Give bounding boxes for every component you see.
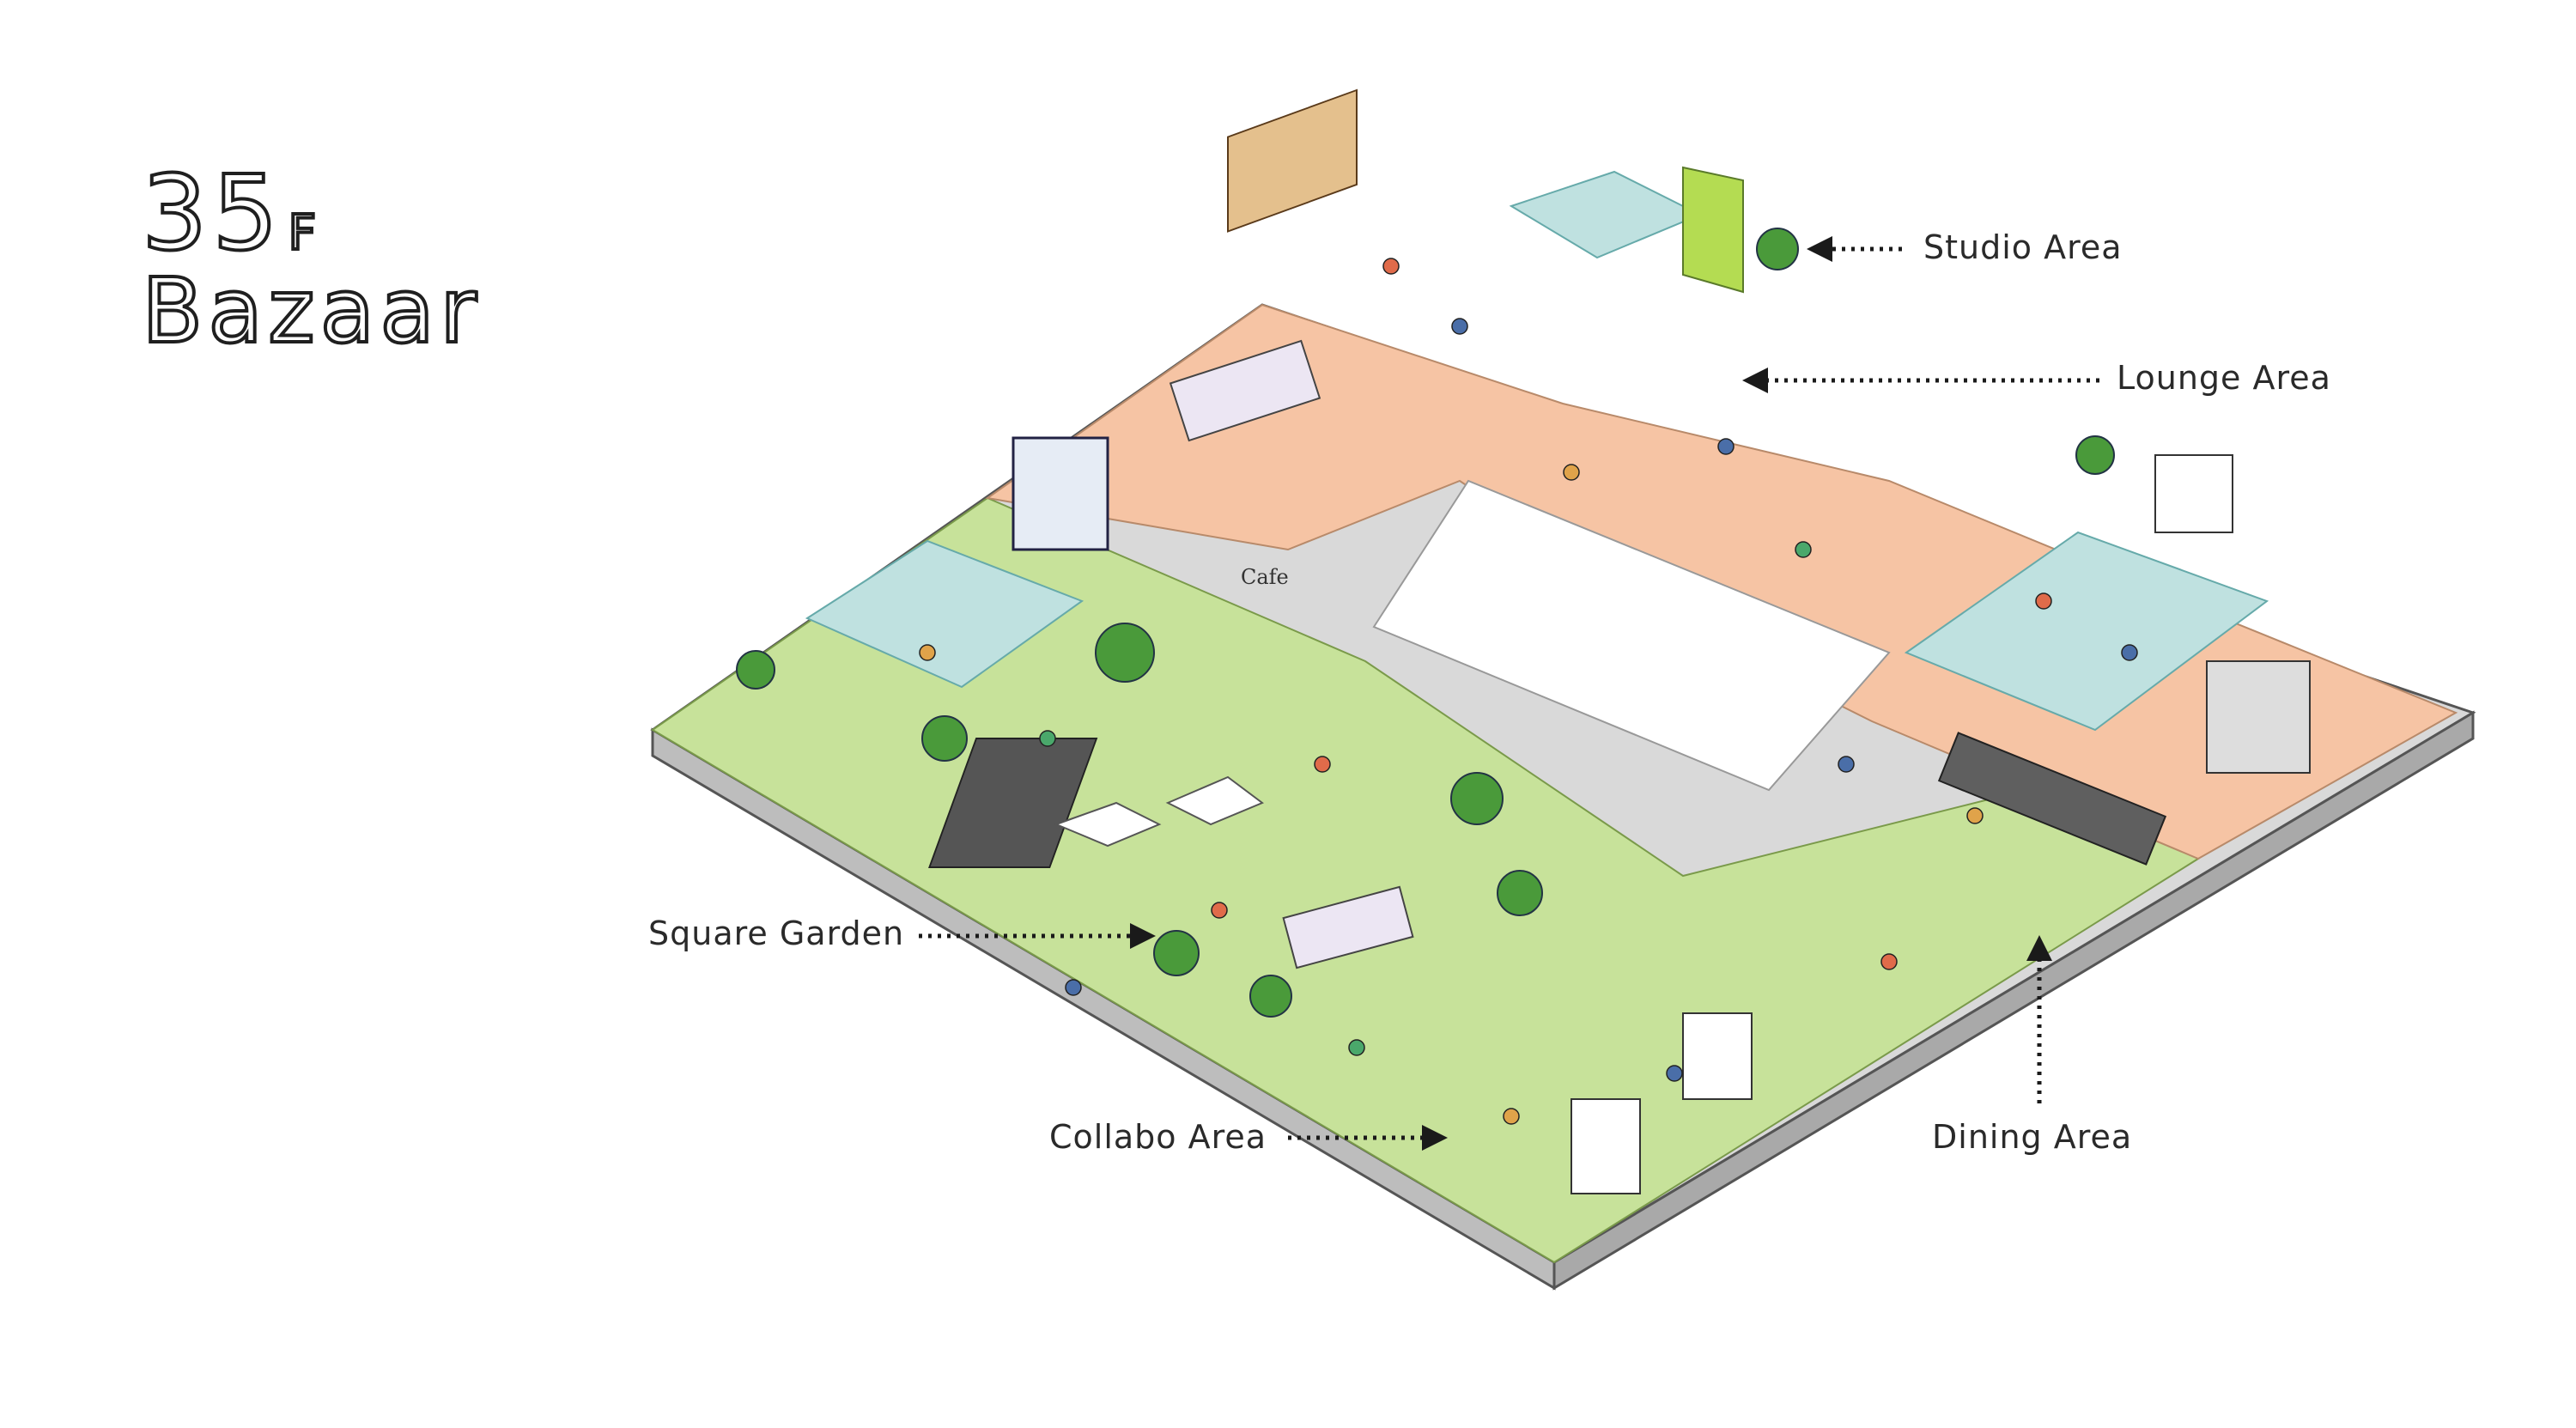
blue-zone-studio <box>1509 170 1703 259</box>
floor-unit: F <box>287 205 321 261</box>
display-screen <box>1012 436 1109 551</box>
label-collabo-area: Collabo Area <box>1049 1118 1267 1156</box>
shelf-unit <box>2206 660 2311 774</box>
blue-zone-left <box>805 539 1084 689</box>
label-studio-area: Studio Area <box>1923 228 2123 266</box>
umbrella-right <box>1165 775 1264 826</box>
tree-cluster-garden <box>736 228 2115 1018</box>
cafe-counter <box>1227 88 1358 233</box>
whiteboard-collabo-2 <box>1682 1012 1753 1100</box>
stairs <box>928 738 1098 868</box>
label-square-garden: Square Garden <box>648 915 905 952</box>
umbrella-left <box>1054 801 1162 848</box>
dining-table <box>1937 732 2167 866</box>
floor-number: 35 <box>140 155 283 274</box>
core-white <box>1372 479 1891 792</box>
blue-zone-right <box>1904 531 2269 732</box>
studio-green-screen <box>1682 166 1744 294</box>
floor-name: Bazaar <box>140 258 482 363</box>
label-lounge-area: Lounge Area <box>2117 359 2331 397</box>
whiteboard-collabo-1 <box>1571 1098 1641 1194</box>
cafe-sign: Cafe <box>1241 565 1289 589</box>
annotation-arrows <box>919 236 2099 1151</box>
sofa-garden <box>1282 885 1414 969</box>
whiteboard-lounge <box>2154 454 2233 533</box>
label-dining-area: Dining Area <box>1932 1118 2133 1156</box>
people-markers <box>919 258 2138 1125</box>
sofa-lounge <box>1169 339 1321 442</box>
